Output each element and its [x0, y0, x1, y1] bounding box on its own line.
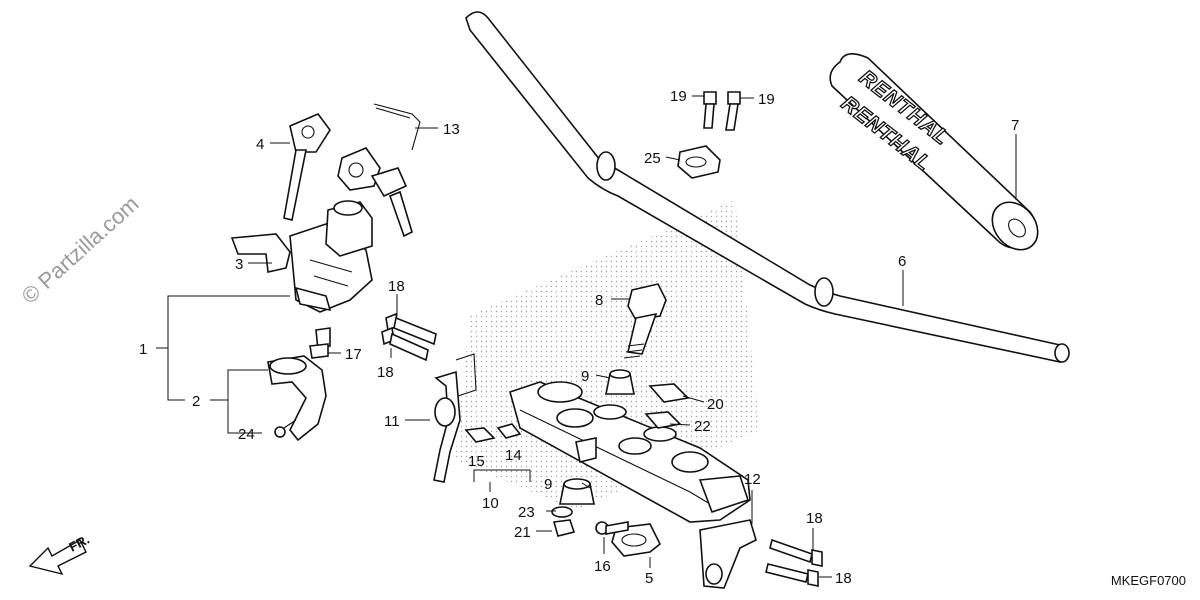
ignition-switch: [289, 200, 373, 313]
bolt-18-upper-b: [381, 326, 429, 362]
bracket-12: [699, 519, 757, 589]
callout-3: 3: [235, 256, 243, 273]
callout-24: 24: [238, 426, 255, 443]
callout-18-lower-b: 18: [835, 570, 852, 587]
key-set: [337, 147, 413, 238]
callouts: 1 2 3 4 24 13 17 18 18 11 15 14 10 9 23 …: [139, 88, 1019, 587]
holder-2: [267, 355, 327, 442]
plate-15: [464, 427, 496, 443]
callout-20: 20: [707, 396, 724, 413]
top-bridge: [509, 381, 751, 523]
callout-19-right: 19: [758, 91, 775, 108]
bar-pad: RENTHAL RENTHAL: [829, 53, 1039, 251]
nut-9-lower: [559, 478, 595, 505]
watermark: © Partzilla.com: [17, 191, 144, 309]
leader-lines: [156, 95, 1017, 578]
callout-9-upper: 9: [581, 368, 589, 385]
callout-5: 5: [645, 570, 653, 587]
handlebar: [465, 11, 1070, 363]
front-direction-arrow: FR.: [28, 532, 92, 576]
bolt-19-left: [703, 91, 717, 129]
callout-7: 7: [1011, 117, 1019, 134]
spring-clip-13: [373, 103, 421, 151]
bolt-18-lower-a: [769, 538, 823, 567]
diagram-code: MKEGF0700: [1111, 573, 1186, 588]
bracket-11: [433, 353, 477, 483]
plate-14: [496, 423, 522, 439]
bolt-18-lower-b: [765, 563, 819, 587]
washer-20: [648, 383, 690, 403]
callout-12: 12: [744, 471, 761, 488]
screw-17: [309, 327, 331, 359]
callout-23: 23: [518, 504, 535, 521]
callout-1: 1: [139, 341, 147, 358]
callout-18-upper-b: 18: [377, 364, 394, 381]
nut-21: [552, 519, 576, 537]
callout-6: 6: [898, 253, 906, 270]
callout-11: 11: [384, 413, 400, 430]
upper-holder: [677, 145, 721, 179]
callout-14: 14: [505, 447, 522, 464]
key-4: [283, 113, 331, 221]
bolt-16: [595, 521, 629, 535]
callout-8: 8: [595, 292, 603, 309]
callout-16: 16: [594, 558, 611, 575]
callout-18-lower-a: 18: [806, 510, 823, 527]
screw-24: [274, 419, 297, 438]
bolt-19-right: [725, 91, 741, 131]
nut-9-upper: [605, 369, 635, 395]
bolt-18-upper-a: [385, 312, 437, 346]
clamp-5: [611, 523, 662, 557]
callout-21: 21: [514, 524, 531, 541]
callout-25: 25: [644, 150, 661, 167]
callout-15: 15: [468, 453, 485, 470]
clip-3: [230, 233, 291, 273]
lower-holder: [623, 283, 667, 359]
callout-10: 10: [482, 495, 499, 512]
callout-13: 13: [443, 121, 460, 138]
washer-23: [551, 506, 573, 518]
callout-19-left: 19: [670, 88, 687, 105]
callout-17: 17: [345, 346, 362, 363]
callout-9-lower: 9: [544, 476, 552, 493]
callout-18-upper-a: 18: [388, 278, 405, 295]
callout-2: 2: [192, 393, 200, 410]
callout-4: 4: [256, 136, 264, 153]
callout-22: 22: [694, 418, 711, 435]
